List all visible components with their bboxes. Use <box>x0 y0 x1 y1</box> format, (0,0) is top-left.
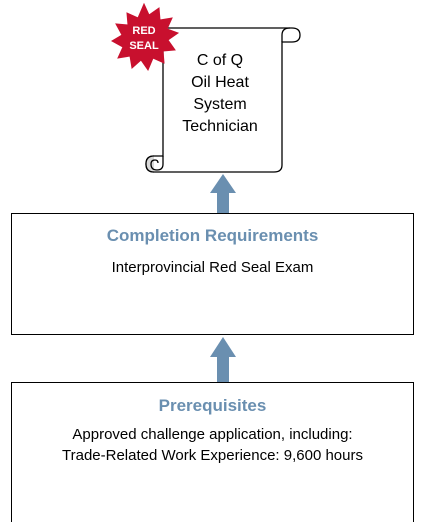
certificate-line-1: C of Q <box>196 52 244 69</box>
certificate-line-3: System <box>193 96 247 113</box>
red-seal-line-1: RED <box>132 25 156 37</box>
arrow-up-1 <box>210 174 236 213</box>
completion-requirements-title: Completion Requirements <box>106 226 319 245</box>
certificate-line-4: Technician <box>182 118 258 135</box>
red-seal-badge <box>110 2 180 72</box>
completion-requirement-item: Interprovincial Red Seal Exam <box>111 259 314 276</box>
prerequisites-title: Prerequisites <box>158 396 267 415</box>
red-seal-line-2: SEAL <box>129 40 159 52</box>
red-seal-label: RED SEAL <box>118 24 170 54</box>
diagram-canvas <box>110 2 301 382</box>
prerequisites-box: Prerequisites Approved challenge applica… <box>11 382 414 522</box>
certificate-title: C of Q Oil Heat System Technician <box>168 50 272 138</box>
prerequisite-item-2: Trade-Related Work Experience: 9,600 hou… <box>62 447 363 464</box>
prerequisite-item-1: Approved challenge application, includin… <box>72 426 353 443</box>
prerequisites-list: Approved challenge application, includin… <box>12 424 413 466</box>
certificate-line-2: Oil Heat <box>191 74 249 91</box>
completion-requirements-list: Interprovincial Red Seal Exam <box>12 257 413 278</box>
arrow-up-2 <box>210 337 236 382</box>
certificate-scroll <box>145 27 301 173</box>
completion-requirements-box: Completion Requirements Interprovincial … <box>11 213 414 335</box>
